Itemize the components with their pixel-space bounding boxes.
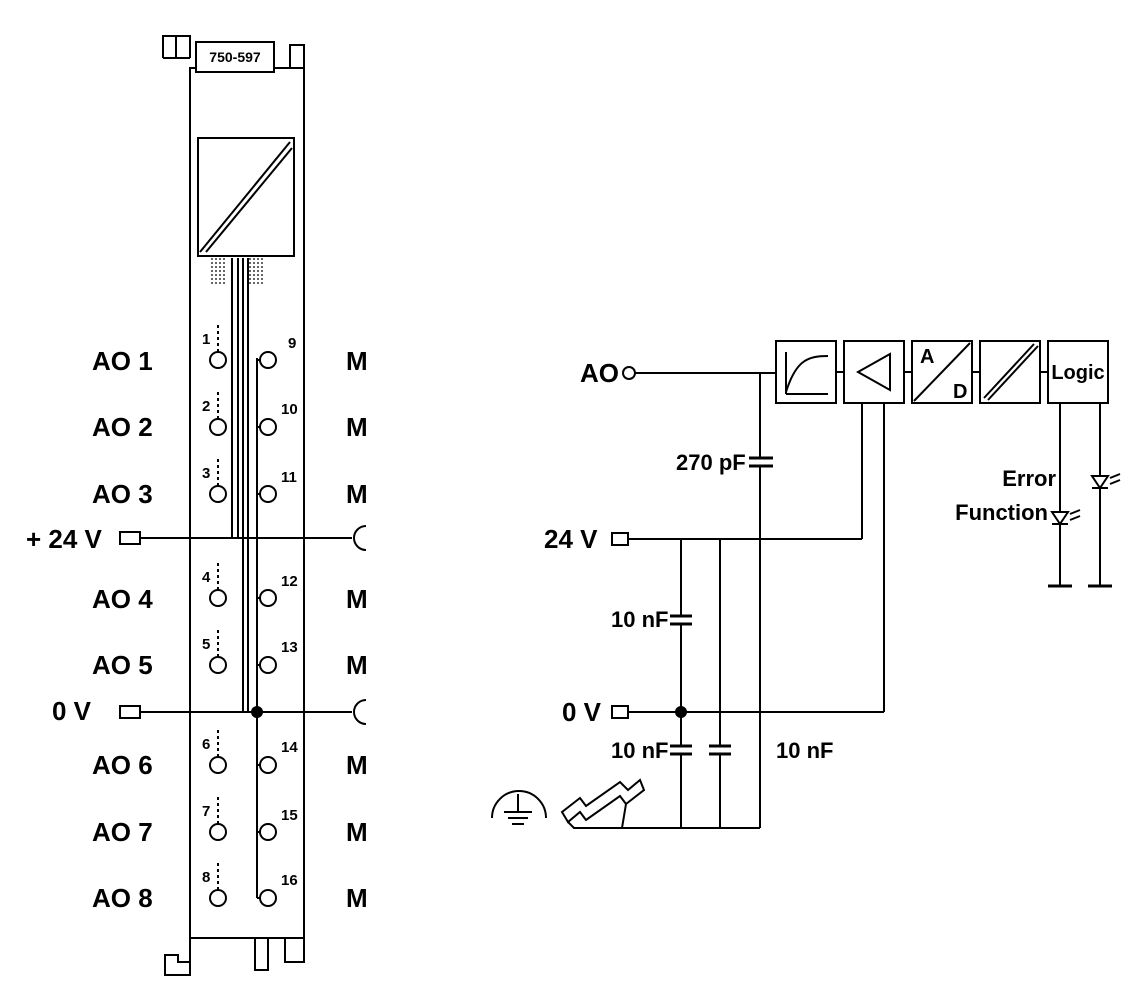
dcdc-converter-symbol bbox=[197, 137, 295, 257]
module-housing bbox=[162, 35, 305, 976]
plus24v-terminal bbox=[119, 531, 141, 545]
part-number: 750-597 bbox=[209, 49, 261, 65]
terminal-number: 8 bbox=[202, 869, 210, 886]
adc-a-label: A bbox=[920, 346, 934, 368]
label-m: M bbox=[346, 479, 368, 509]
label-ao7: AO 7 bbox=[92, 817, 153, 847]
part-number-box bbox=[195, 41, 275, 73]
terminal-number: 13 bbox=[281, 639, 298, 656]
label-ao3: AO 3 bbox=[92, 479, 153, 509]
din-rail-icon bbox=[560, 778, 646, 829]
isolation-block bbox=[979, 340, 1041, 404]
label-m: M bbox=[346, 750, 368, 780]
ao-terminals bbox=[209, 325, 227, 907]
error-label: Error bbox=[1002, 466, 1056, 491]
zero-v-jumper-contact bbox=[353, 699, 367, 725]
terminal-number: 5 bbox=[202, 636, 210, 653]
terminal-number: 9 bbox=[288, 335, 296, 352]
terminal-number: 10 bbox=[281, 401, 298, 418]
adc-d-label: D bbox=[953, 381, 967, 403]
terminal-number: 7 bbox=[202, 803, 210, 820]
label-m: M bbox=[346, 650, 368, 680]
plus24v-jumper-contact bbox=[353, 525, 367, 551]
cap-10nf-label-3: 10 nF bbox=[776, 738, 833, 763]
label-ao4: AO 4 bbox=[92, 584, 153, 614]
junction-dot bbox=[251, 706, 263, 718]
earth-ground-icon bbox=[491, 790, 547, 825]
logic-label: Logic bbox=[1051, 362, 1104, 384]
filter-block bbox=[775, 340, 837, 404]
logic-block bbox=[1047, 340, 1109, 404]
led-function-icon bbox=[1050, 509, 1081, 526]
amplifier-block bbox=[843, 340, 905, 404]
terminal-number: 12 bbox=[281, 573, 298, 590]
zero-v-terminal bbox=[119, 705, 141, 719]
label-ao2: AO 2 bbox=[92, 412, 153, 442]
label-m: M bbox=[346, 346, 368, 376]
cap-10nf-label-2: 10 nF bbox=[611, 738, 668, 763]
m-terminals bbox=[257, 351, 277, 907]
cap-270pf-label: 270 pF bbox=[676, 450, 746, 475]
ao-input-terminal bbox=[622, 366, 636, 380]
function-label: Function bbox=[955, 500, 1048, 525]
terminal-number: 14 bbox=[281, 739, 298, 756]
label-m: M bbox=[346, 584, 368, 614]
label-ao8: AO 8 bbox=[92, 883, 153, 913]
led-error-icon bbox=[1090, 473, 1121, 490]
terminal-number: 16 bbox=[281, 872, 298, 889]
schematic-24v-terminal bbox=[611, 532, 629, 546]
label-ao5: AO 5 bbox=[92, 650, 153, 680]
terminal-number: 6 bbox=[202, 736, 210, 753]
terminal-number: 3 bbox=[202, 465, 210, 482]
label-m: M bbox=[346, 412, 368, 442]
label-m: M bbox=[346, 817, 368, 847]
terminal-number: 2 bbox=[202, 398, 210, 415]
label-m: M bbox=[346, 883, 368, 913]
label-ao6: AO 6 bbox=[92, 750, 153, 780]
label-zero-v: 0 V bbox=[52, 696, 92, 726]
schematic-24v-label: 24 V bbox=[544, 524, 598, 554]
schematic-0v-label: 0 V bbox=[562, 697, 602, 727]
terminal-number: 15 bbox=[281, 807, 298, 824]
terminal-number: 1 bbox=[202, 331, 210, 348]
terminal-number: 4 bbox=[202, 569, 211, 586]
cap-10nf-label-1: 10 nF bbox=[611, 607, 668, 632]
schematic-0v-terminal bbox=[611, 705, 629, 719]
converter-pins bbox=[211, 258, 263, 286]
schematic-ao-label: AO bbox=[580, 358, 619, 388]
terminal-number: 11 bbox=[281, 469, 297, 486]
label-plus24v: + 24 V bbox=[26, 524, 103, 554]
label-ao1: AO 1 bbox=[92, 346, 153, 376]
